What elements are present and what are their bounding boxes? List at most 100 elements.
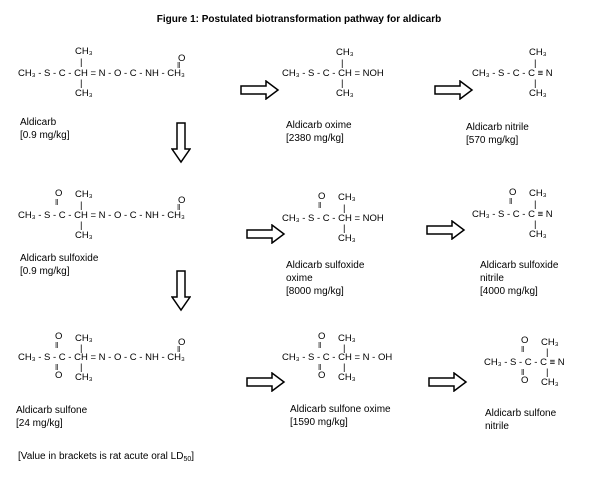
arrow-sulfoxide-oxime-to-nitrile bbox=[426, 220, 466, 240]
methyl-bottom: CH₃ bbox=[338, 372, 356, 383]
ld50-value: [4000 mg/kg] bbox=[480, 286, 538, 297]
footnote: [Value in brackets is rat acute oral LD5… bbox=[18, 451, 194, 463]
methyl-top: CH₃ bbox=[338, 333, 356, 344]
double-bond: ‖ bbox=[177, 61, 181, 70]
carbonyl-oxygen: O bbox=[178, 337, 186, 348]
label-aldicarb-sulfoxide-nitrile: Aldicarb sulfoxide nitrile [4000 mg/kg] bbox=[480, 259, 558, 298]
bond-up: | bbox=[80, 200, 83, 211]
label-aldicarb-sulfone-oxime: Aldicarb sulfone oxime [1590 mg/kg] bbox=[290, 403, 391, 429]
formula-main: CH₃ - S - C - CH = NOH bbox=[282, 68, 384, 79]
double-bond: ‖ bbox=[177, 203, 181, 212]
compound-name: Aldicarb sulfoxide bbox=[480, 260, 559, 271]
arrow-oxime-to-nitrile bbox=[434, 80, 474, 100]
bond-down: | bbox=[343, 362, 346, 373]
double-bond-bottom: ‖ bbox=[318, 363, 322, 372]
methyl-bottom: CH₃ bbox=[529, 88, 547, 99]
compound-name: Aldicarb sulfone bbox=[16, 405, 88, 416]
methyl-top: CH₃ bbox=[75, 46, 93, 57]
compound-name: Aldicarb nitrile bbox=[466, 122, 529, 133]
arrow-aldicarb-to-oxime bbox=[240, 80, 280, 100]
double-bond-top: ‖ bbox=[318, 341, 322, 350]
arrow-sulfoxide-to-oxime bbox=[246, 224, 286, 244]
methyl-top: CH₃ bbox=[529, 188, 547, 199]
bond-down: | bbox=[80, 362, 83, 373]
bond-down: | bbox=[546, 367, 549, 378]
sulfone-oxygen-bottom: O bbox=[521, 375, 529, 386]
formula-main: CH₃ - S - C - CH = N - O - C - NH - CH₃ bbox=[18, 68, 185, 79]
double-bond-top: ‖ bbox=[55, 341, 59, 350]
methyl-bottom: CH₃ bbox=[541, 377, 559, 388]
formula-main: CH₃ - S - C - CH = NOH bbox=[282, 213, 384, 224]
bond-down: | bbox=[534, 219, 537, 230]
compound-name: Aldicarb oxime bbox=[286, 120, 352, 131]
carbonyl-oxygen: O bbox=[178, 195, 186, 206]
double-bond-bottom: ‖ bbox=[521, 368, 525, 377]
bond-down: | bbox=[80, 78, 83, 89]
methyl-top: CH₃ bbox=[75, 189, 93, 200]
label-aldicarb: Aldicarb [0.9 mg/kg] bbox=[20, 116, 69, 142]
compound-name-line2: nitrile bbox=[485, 421, 509, 432]
double-bond-bottom: ‖ bbox=[55, 363, 59, 372]
methyl-top: CH₃ bbox=[541, 337, 559, 348]
ld50-value: [570 mg/kg] bbox=[466, 135, 519, 146]
double-bond: ‖ bbox=[177, 345, 181, 354]
bond-up: | bbox=[534, 199, 537, 210]
label-aldicarb-sulfone: Aldicarb sulfone [24 mg/kg] bbox=[16, 404, 87, 430]
formula-main: CH₃ - S - C - CH = N - O - C - NH - CH₃ bbox=[18, 352, 185, 363]
footnote-text: [Value in brackets is rat acute oral LD bbox=[18, 451, 184, 462]
double-bond: ‖ bbox=[318, 201, 322, 210]
compound-name: Aldicarb sulfoxide bbox=[286, 260, 365, 271]
methyl-top: CH₃ bbox=[336, 47, 354, 58]
compound-name-line2: nitrile bbox=[480, 273, 504, 284]
methyl-bottom: CH₃ bbox=[75, 230, 93, 241]
compound-name: Aldicarb sulfone oxime bbox=[290, 404, 391, 415]
ld50-value: [0.9 mg/kg] bbox=[20, 130, 70, 141]
compound-name: Aldicarb bbox=[20, 117, 57, 128]
formula-main: CH₃ - S - C - C ≡ N bbox=[484, 357, 565, 368]
arrow-aldicarb-to-sulfoxide bbox=[171, 122, 191, 164]
formula-main: CH₃ - S - C - CH = N - O - C - NH - CH₃ bbox=[18, 210, 185, 221]
bond-up: | bbox=[343, 203, 346, 214]
footnote-subscript: 50 bbox=[183, 456, 192, 463]
sulfone-oxygen-top: O bbox=[521, 335, 529, 346]
methyl-bottom: CH₃ bbox=[75, 88, 93, 99]
arrow-sulfone-oxime-to-nitrile bbox=[428, 372, 468, 392]
double-bond: ‖ bbox=[55, 198, 59, 207]
ld50-value: [2380 mg/kg] bbox=[286, 133, 344, 144]
bond-up: | bbox=[80, 57, 83, 68]
label-aldicarb-oxime: Aldicarb oxime [2380 mg/kg] bbox=[286, 119, 352, 145]
bond-up: | bbox=[80, 343, 83, 354]
methyl-top: CH₃ bbox=[338, 192, 356, 203]
label-aldicarb-sulfoxide-oxime: Aldicarb sulfoxide oxime [8000 mg/kg] bbox=[286, 259, 364, 298]
sulfone-oxygen-bottom: O bbox=[318, 370, 326, 381]
arrow-sulfone-to-oxime bbox=[246, 372, 286, 392]
label-aldicarb-nitrile: Aldicarb nitrile [570 mg/kg] bbox=[466, 121, 529, 147]
label-aldicarb-sulfoxide: Aldicarb sulfoxide [0.9 mg/kg] bbox=[20, 252, 98, 278]
sulfoxide-oxygen: O bbox=[55, 188, 63, 199]
compound-name: Aldicarb sulfone bbox=[485, 408, 557, 419]
methyl-bottom: CH₃ bbox=[529, 229, 547, 240]
double-bond-top: ‖ bbox=[521, 345, 525, 354]
footnote-close: ] bbox=[191, 451, 195, 462]
bond-up: | bbox=[341, 58, 344, 69]
bond-up: | bbox=[343, 343, 346, 354]
formula-main: CH₃ - S - C - C ≡ N bbox=[472, 209, 553, 220]
ld50-value: [24 mg/kg] bbox=[16, 418, 63, 429]
methyl-bottom: CH₃ bbox=[75, 372, 93, 383]
double-bond: ‖ bbox=[509, 197, 513, 206]
bond-up: | bbox=[534, 58, 537, 69]
bond-down: | bbox=[343, 223, 346, 234]
sulfoxide-oxygen: O bbox=[318, 191, 326, 202]
methyl-bottom: CH₃ bbox=[338, 233, 356, 244]
compound-name-line2: oxime bbox=[286, 273, 313, 284]
bond-down: | bbox=[341, 78, 344, 89]
bond-down: | bbox=[534, 78, 537, 89]
sulfone-oxygen-top: O bbox=[318, 331, 326, 342]
sulfone-oxygen-top: O bbox=[55, 331, 63, 342]
methyl-top: CH₃ bbox=[75, 333, 93, 344]
ld50-value: [8000 mg/kg] bbox=[286, 286, 344, 297]
compound-name: Aldicarb sulfoxide bbox=[20, 253, 99, 264]
bond-down: | bbox=[80, 220, 83, 231]
carbonyl-oxygen: O bbox=[178, 53, 186, 64]
label-aldicarb-sulfone-nitrile: Aldicarb sulfone nitrile bbox=[485, 407, 556, 433]
